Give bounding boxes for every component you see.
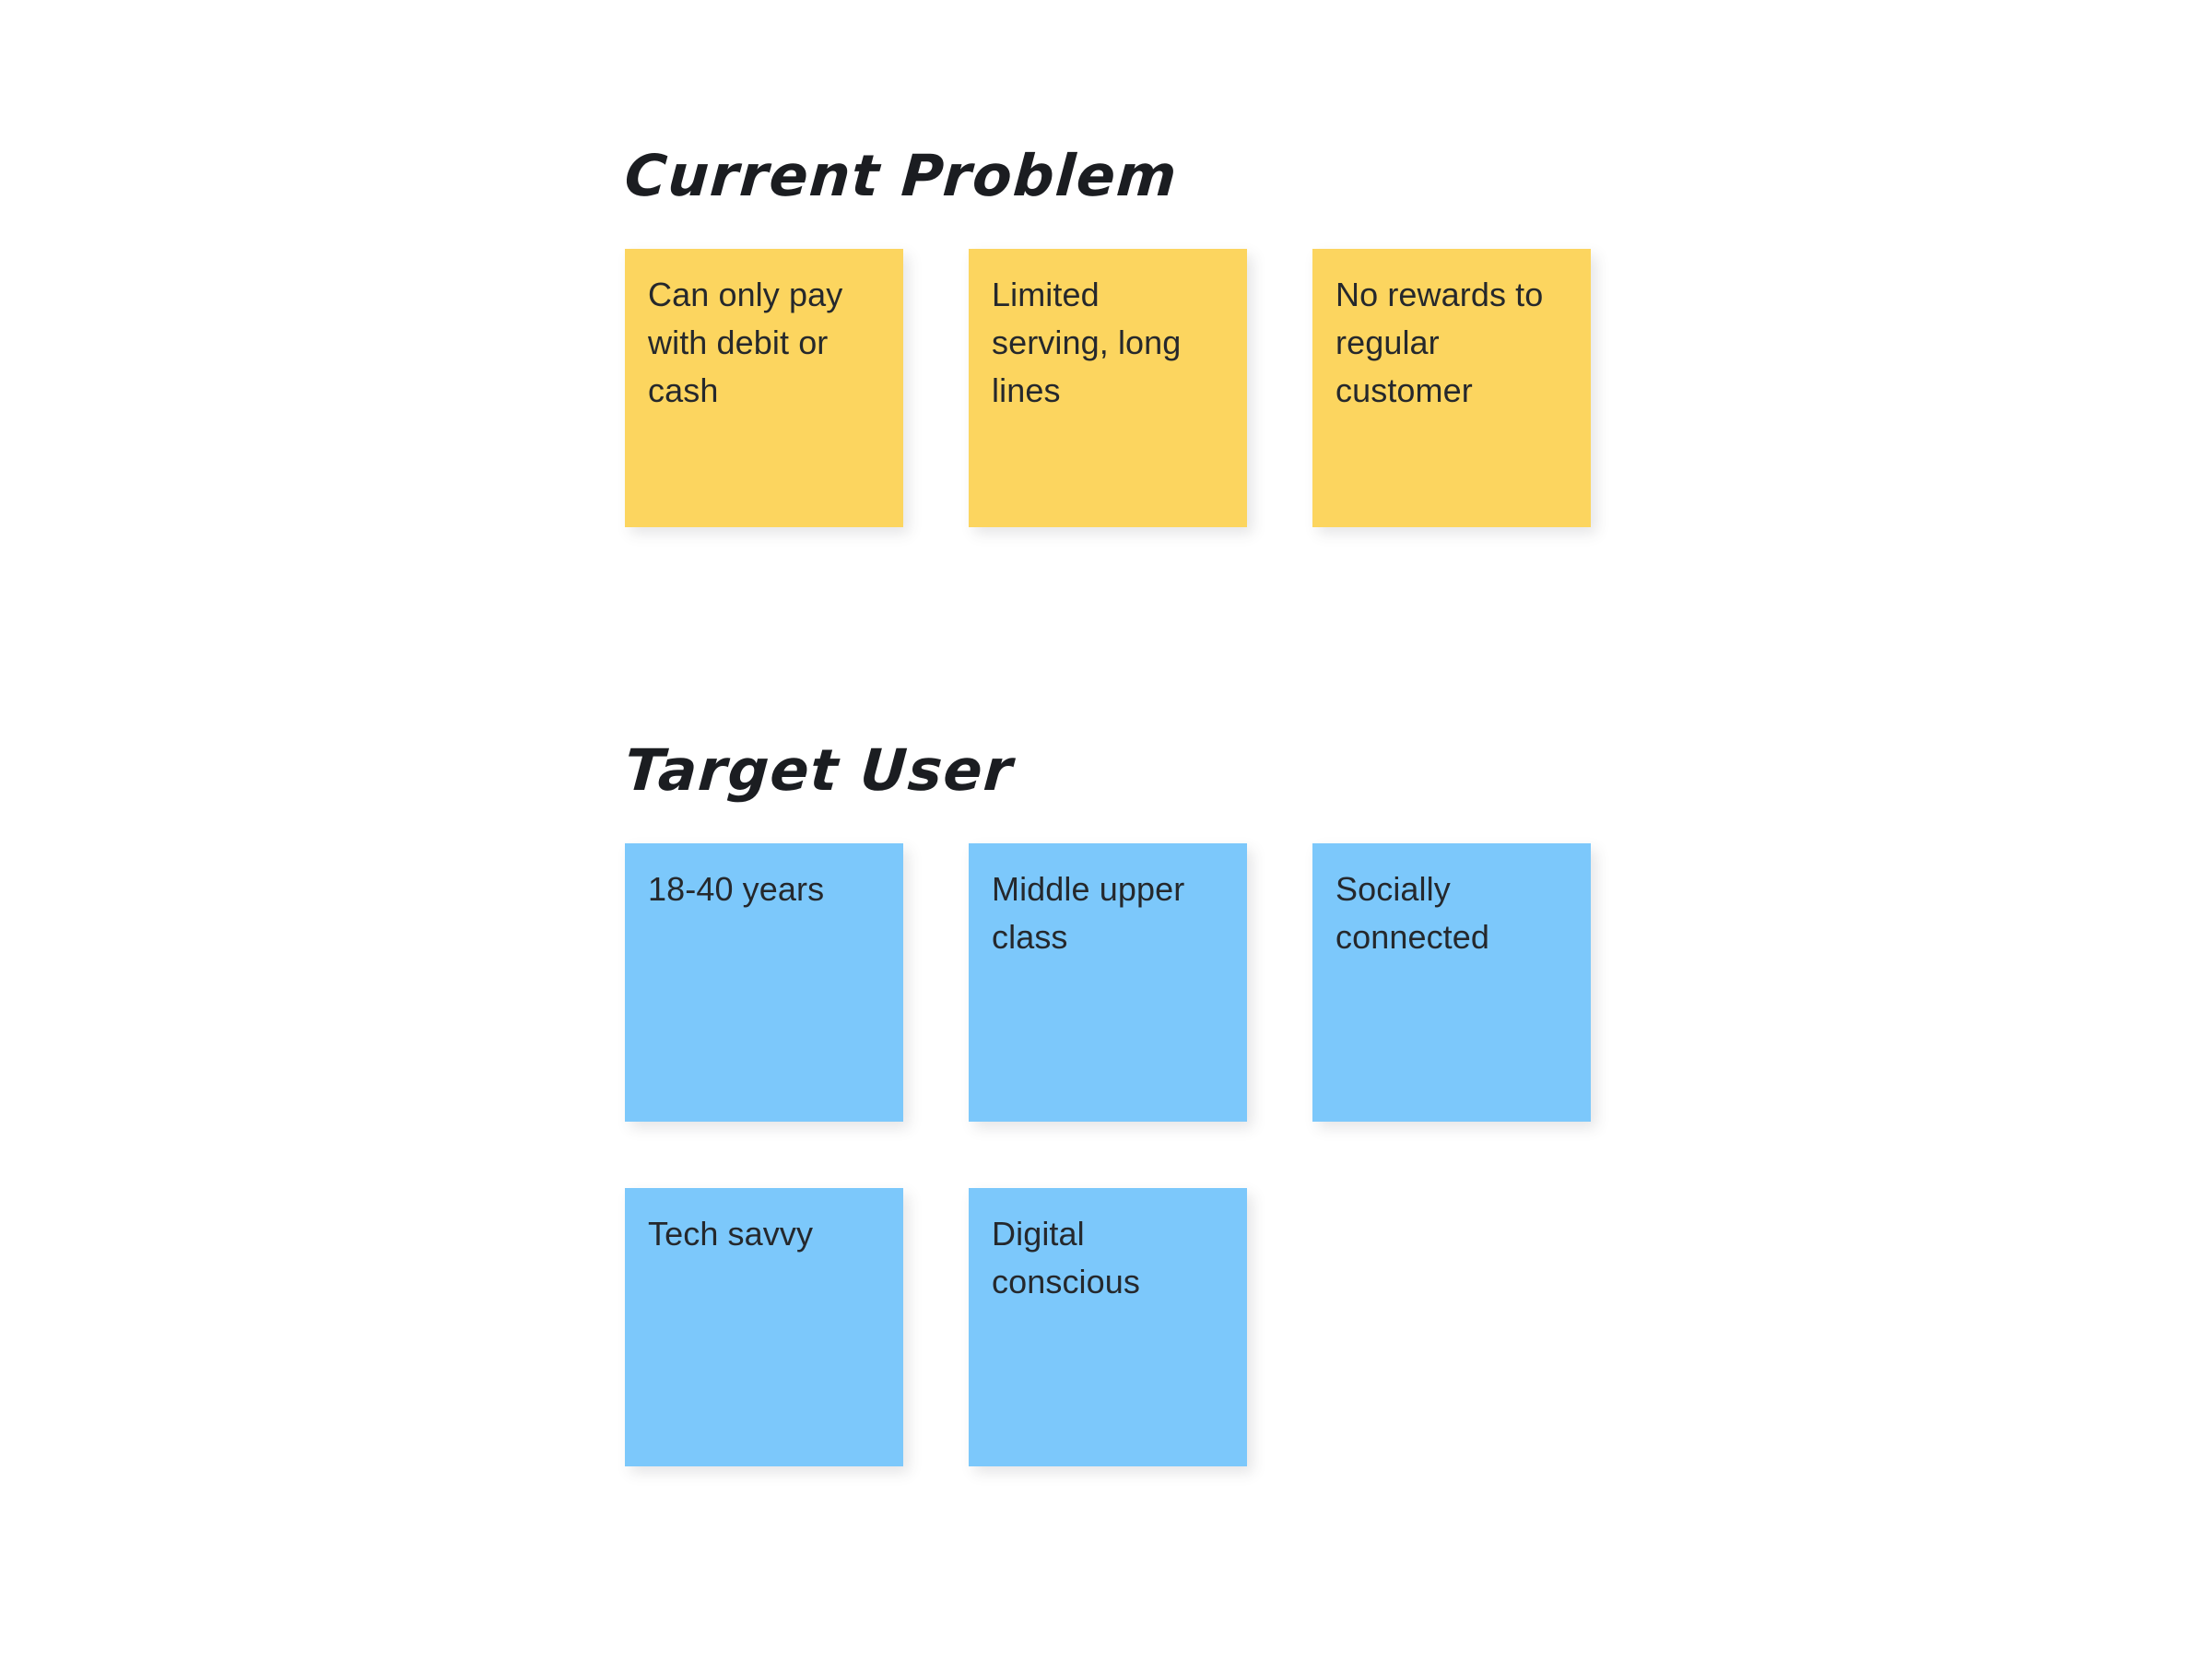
sticky-note-text: No rewards to regular customer xyxy=(1335,276,1553,409)
sticky-note[interactable]: Can only pay with debit or cash xyxy=(625,249,903,527)
sticky-note[interactable]: 18-40 years xyxy=(625,843,903,1122)
sticky-note[interactable]: Digital conscious xyxy=(969,1188,1247,1466)
sticky-note-text: Socially connected xyxy=(1335,870,1490,956)
section-current-problem: Current Problem Can only pay with debit … xyxy=(622,142,1659,527)
sticky-note-text: Can only pay with debit or cash xyxy=(648,276,853,409)
sticky-note-group-current-problem: Can only pay with debit or cash Limited … xyxy=(625,249,1659,527)
sticky-note-group-target-user: 18-40 years Middle upper class Socially … xyxy=(625,843,1659,1466)
sticky-note-text: Middle upper class xyxy=(992,870,1194,956)
section-heading-current-problem: Current Problem xyxy=(622,142,1181,209)
sticky-note[interactable]: Tech savvy xyxy=(625,1188,903,1466)
sticky-note[interactable]: No rewards to regular customer xyxy=(1312,249,1591,527)
sticky-note-text: Limited serving, long lines xyxy=(992,276,1191,409)
sticky-note-text: Tech savvy xyxy=(648,1215,814,1253)
sticky-note[interactable]: Middle upper class xyxy=(969,843,1247,1122)
section-target-user: Target User 18-40 years Middle upper cla… xyxy=(622,736,1659,1466)
sticky-note[interactable]: Socially connected xyxy=(1312,843,1591,1122)
sticky-note-text: 18-40 years xyxy=(648,870,825,908)
section-heading-target-user: Target User xyxy=(622,736,1016,804)
sticky-note-text: Digital conscious xyxy=(992,1215,1140,1300)
sticky-note[interactable]: Limited serving, long lines xyxy=(969,249,1247,527)
